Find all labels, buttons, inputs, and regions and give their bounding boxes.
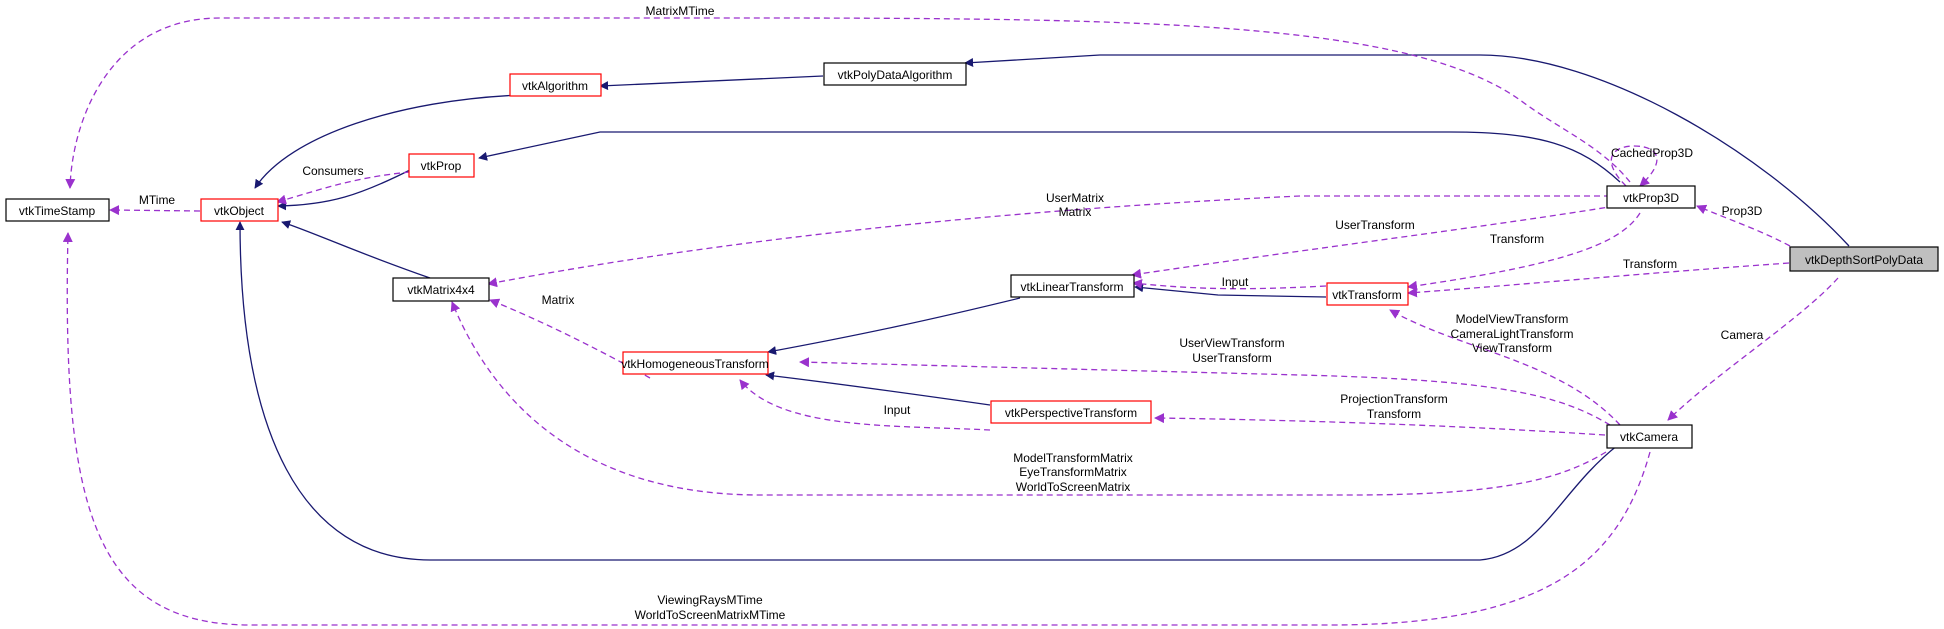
node-vtktimestamp-label: vtkTimeStamp: [19, 204, 96, 218]
node-vtkprop-label: vtkProp: [421, 159, 462, 173]
node-vtkalgorithm-label: vtkAlgorithm: [522, 79, 588, 93]
edge-lineartransform-transform: [1134, 283, 1327, 298]
edge-object-camera: [235, 221, 1619, 561]
edge-camera-timestamp: [62, 232, 1651, 626]
label-transform-depthsort: Transform: [1623, 257, 1677, 271]
edge-object-matrix4x4: [281, 220, 431, 279]
node-vtkcamera-label: vtkCamera: [1620, 430, 1678, 444]
edge-camera-transform: [1389, 309, 1621, 426]
node-vtkdepthsortpolydata-label: vtkDepthSortPolyData: [1805, 253, 1923, 267]
node-vtkobject-label: vtkObject: [214, 204, 265, 218]
node-vtktransform-label: vtkTransform: [1332, 288, 1402, 302]
edge-camera-persp: [1154, 413, 1606, 436]
node-vtkperspectivetransform[interactable]: vtkPerspectiveTransform: [990, 400, 1152, 424]
node-vtkperspectivetransform-label: vtkPerspectiveTransform: [1005, 406, 1137, 420]
node-vtkhomogeneoustransform-label: vtkHomogeneousTransform: [621, 357, 769, 371]
edge-transform-depthsort: [1407, 262, 1790, 298]
edge-transform-prop3d: [1407, 212, 1641, 291]
label-camera: Camera: [1721, 328, 1764, 342]
edge-matrixmtime: [65, 17, 1631, 189]
node-vtkmatrix4x4-label: vtkMatrix4x4: [407, 283, 475, 297]
edge-cachedprop3d: [1610, 145, 1658, 187]
label-cam-transform-3: ViewTransform: [1472, 341, 1552, 355]
node-vtktimestamp[interactable]: vtkTimeStamp: [5, 198, 110, 222]
edge-prop-prop3d: [478, 131, 1621, 183]
node-vtkpolydataalgorithm[interactable]: vtkPolyDataAlgorithm: [823, 62, 967, 86]
node-vtkobject[interactable]: vtkObject: [200, 198, 279, 222]
label-cam-homog-1: UserViewTransform: [1179, 336, 1284, 350]
edge-object-algorithm: [254, 94, 521, 189]
edge-prop3d: [1696, 204, 1791, 247]
edge-consumers: [276, 171, 411, 205]
node-vtkprop3d-label: vtkProp3D: [1623, 191, 1679, 205]
label-matrixmtime: MatrixMTime: [646, 4, 715, 18]
node-vtkpolydataalgorithm-label: vtkPolyDataAlgorithm: [838, 68, 953, 82]
node-vtklineartransform[interactable]: vtkLinearTransform: [1010, 274, 1135, 298]
node-vtkdepthsortpolydata[interactable]: vtkDepthSortPolyData: [1789, 246, 1939, 272]
label-matrix-homog: Matrix: [542, 293, 575, 307]
label-cam-matrix-1: ModelTransformMatrix: [1013, 451, 1133, 465]
edge-usertransform: [1131, 205, 1616, 279]
label-cam-persp-1: ProjectionTransform: [1340, 392, 1448, 406]
label-cam-transform-1: ModelViewTransform: [1456, 312, 1569, 326]
label-usertransform: UserTransform: [1335, 218, 1415, 232]
node-vtktransform[interactable]: vtkTransform: [1326, 282, 1409, 306]
label-cam-ts-2: WorldToScreenMatrixMTime: [635, 608, 786, 622]
label-cam-matrix-3: WorldToScreenMatrix: [1016, 480, 1130, 494]
node-vtkprop3d[interactable]: vtkProp3D: [1606, 185, 1696, 209]
node-vtkalgorithm[interactable]: vtkAlgorithm: [509, 73, 602, 97]
label-usermatrix-1: UserMatrix: [1046, 191, 1104, 205]
label-input-linear: Input: [1222, 275, 1249, 289]
label-cam-ts-1: ViewingRaysMTime: [657, 593, 763, 607]
edge-polydataalgorithm-depthsort: [964, 54, 1850, 247]
label-prop3d: Prop3D: [1722, 204, 1763, 218]
node-vtklineartransform-label: vtkLinearTransform: [1021, 280, 1124, 294]
label-cam-homog-2: UserTransform: [1192, 351, 1272, 365]
edge-algorithm-polydataalgorithm: [599, 75, 824, 91]
label-transform-prop3d: Transform: [1490, 232, 1544, 246]
label-cam-matrix-2: EyeTransformMatrix: [1019, 465, 1127, 479]
label-input-persp: Input: [884, 403, 911, 417]
label-cachedprop3d: CachedProp3D: [1611, 146, 1693, 160]
edge-camera-matrix: [450, 301, 1607, 496]
label-cam-transform-2: CameraLightTransform: [1451, 327, 1574, 341]
node-vtkcamera[interactable]: vtkCamera: [1606, 424, 1693, 449]
edge-mtime: [109, 205, 201, 216]
edge-homogeneoustransform-perspectivetransform: [765, 371, 991, 406]
label-consumers: Consumers: [302, 164, 363, 178]
edge-usermatrix: [487, 195, 1610, 288]
label-cam-persp-2: Transform: [1367, 407, 1421, 421]
edge-camera-homog: [799, 357, 1611, 426]
label-usermatrix-2: Matrix: [1059, 205, 1092, 219]
node-vtkmatrix4x4[interactable]: vtkMatrix4x4: [392, 277, 490, 302]
edge-homogeneoustransform-lineartransform: [767, 297, 1021, 355]
edge-object-prop: [277, 169, 411, 211]
edge-camera: [1667, 277, 1839, 421]
node-vtkhomogeneoustransform[interactable]: vtkHomogeneousTransform: [621, 351, 769, 375]
node-vtkprop[interactable]: vtkProp: [408, 153, 475, 178]
label-mtime: MTime: [139, 193, 176, 207]
